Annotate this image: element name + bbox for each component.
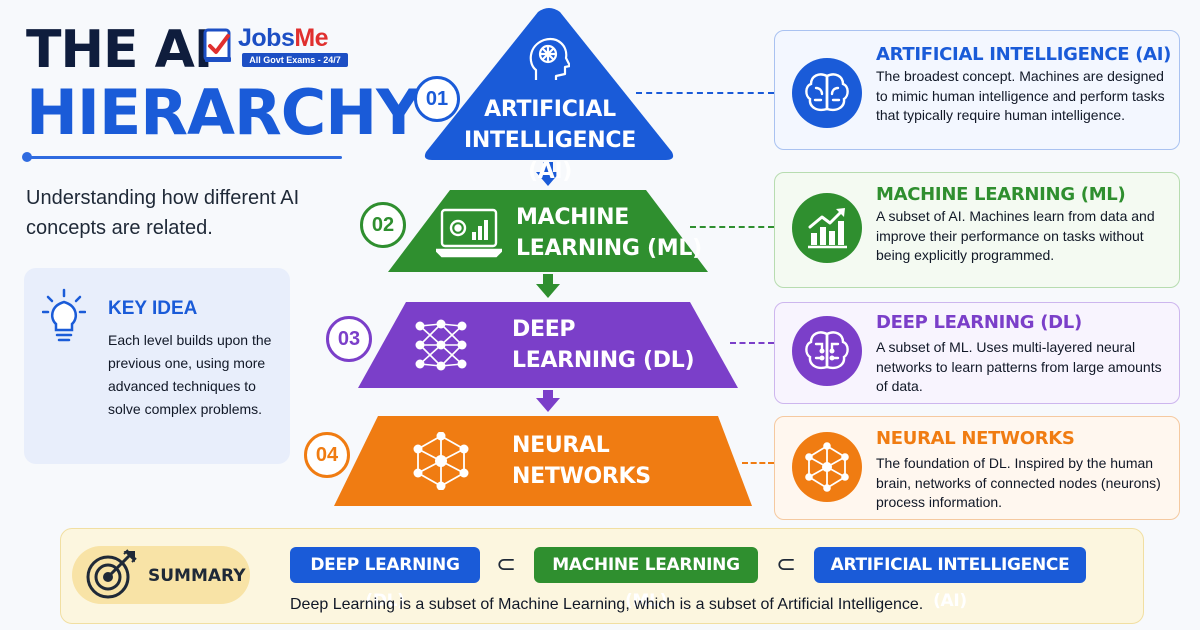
- ml-card-text: A subset of AI. Machines learn from data…: [876, 208, 1155, 263]
- title-divider-dot: [22, 152, 32, 162]
- tier-4-label: NEURAL NETWORKS: [512, 430, 651, 492]
- ml-card-title: MACHINE LEARNING (ML): [876, 184, 1126, 205]
- summary-pill-ml: MACHINE LEARNING (ML): [534, 547, 758, 611]
- tier-1-label-line2: INTELLIGENCE (AI): [464, 128, 636, 184]
- nn-card-title: NEURAL NETWORKS: [876, 428, 1075, 449]
- tier-3-label-line1: DEEP: [512, 317, 576, 342]
- lightbulb-icon: [42, 288, 86, 342]
- brain-icon: [792, 58, 862, 128]
- tier-3-label: DEEP LEARNING (DL): [512, 314, 695, 376]
- ai-card-title: ARTIFICIAL INTELLIGENCE (AI): [876, 44, 1172, 65]
- brand-logo[interactable]: JobsMe All Govt Exams - 24/7: [202, 24, 348, 67]
- key-idea-text: Each level builds upon the previous one,…: [108, 332, 272, 417]
- tier-1-number-badge: 01: [414, 76, 460, 122]
- tier-4-number-badge: 04: [304, 432, 350, 478]
- bar-chart-growth-icon: [792, 193, 862, 263]
- connector-line-ai: [636, 92, 774, 94]
- brain-circuit-icon: [792, 316, 862, 386]
- dl-card-text: A subset of ML. Uses multi-layered neura…: [876, 339, 1162, 394]
- connector-line-dl: [730, 342, 774, 344]
- brand-tagline: All Govt Exams - 24/7: [242, 53, 348, 67]
- pyramid-tier-1-shape: [424, 8, 674, 160]
- page-subtitle: Understanding how different AI concepts …: [26, 187, 300, 239]
- brain-head-icon: [529, 38, 570, 80]
- checklist-book-icon: [203, 28, 231, 62]
- network-nodes-icon: [792, 432, 862, 502]
- page-title-line-2: HIERARCHY: [26, 76, 421, 149]
- subset-symbol: ⊂: [496, 550, 517, 578]
- subset-symbol: ⊂: [776, 550, 797, 578]
- brand-name-jobs: Jobs: [238, 24, 295, 52]
- nn-card-text: The foundation of DL. Inspired by the hu…: [876, 455, 1161, 510]
- summary-pill-ai: ARTIFICIAL INTELLIGENCE (AI): [814, 547, 1086, 611]
- tier-2-number-badge: 02: [360, 202, 406, 248]
- key-idea-card: [24, 268, 290, 464]
- brand-name: JobsMe: [238, 24, 329, 53]
- page-title-line-1: THE AI: [26, 20, 213, 80]
- tier-2-label: MACHINE LEARNING (ML): [516, 202, 702, 264]
- laptop-gear-chart-icon: [436, 208, 502, 258]
- brand-name-me: Me: [294, 24, 329, 52]
- tier-3-number-badge: 03: [326, 316, 372, 362]
- summary-label: SUMMARY: [148, 566, 246, 586]
- dl-card-title: DEEP LEARNING (DL): [876, 312, 1082, 333]
- summary-pill-dl: DEEP LEARNING (DL): [290, 547, 480, 611]
- tier-2-label-line2: LEARNING (ML): [516, 236, 702, 261]
- tier-3-label-line2: LEARNING (DL): [512, 348, 695, 373]
- summary-badge: [72, 546, 250, 604]
- connector-line-ml: [690, 226, 774, 228]
- network-nodes-icon: [413, 432, 469, 490]
- tier-1-label: ARTIFICIAL INTELLIGENCE (AI): [462, 94, 638, 187]
- title-divider: [26, 156, 342, 159]
- tier-1-label-line1: ARTIFICIAL: [484, 97, 616, 122]
- connector-line-nn: [742, 462, 774, 464]
- pyramid-tier-3-shape: [358, 302, 738, 388]
- arrow-down-icon: [536, 390, 560, 412]
- ai-card-text: The broadest concept. Machines are desig…: [876, 68, 1165, 123]
- tier-4-label-line1: NEURAL: [512, 433, 610, 458]
- neural-layers-icon: [415, 319, 467, 371]
- tier-2-label-line1: MACHINE: [516, 205, 630, 230]
- summary-text: Deep Learning is a subset of Machine Lea…: [290, 596, 924, 613]
- tier-4-label-line2: NETWORKS: [512, 464, 651, 489]
- arrow-down-icon: [536, 162, 560, 186]
- target-arrow-icon: [86, 549, 137, 599]
- key-idea-title: KEY IDEA: [108, 298, 198, 319]
- arrow-down-icon: [536, 274, 560, 298]
